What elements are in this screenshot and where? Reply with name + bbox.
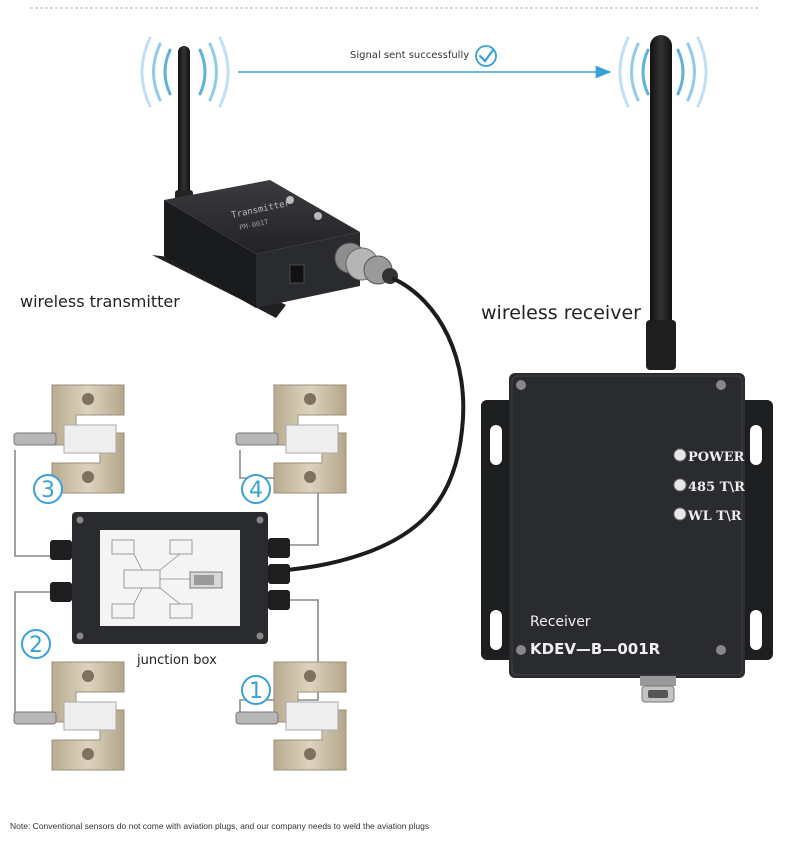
load-cell-sensor-4 [235,384,347,494]
sensor-number-1: 1 [249,679,263,704]
led-label-power: POWER [688,450,745,465]
signal-cable [286,276,466,572]
sensor-number-2: 2 [29,633,43,658]
led-label-485: 485 T\R [688,480,745,495]
sensor-badge-2: 2 [21,629,51,659]
led-label-wl: WL T\R [687,509,742,524]
sensor-number-3: 3 [41,478,55,503]
sensor-number-4: 4 [249,478,263,503]
wireless-waves-icon-right [618,36,708,108]
sensor-badge-4: 4 [241,474,271,504]
wireless-receiver-device: POWER 485 T\R WL T\R Receiver KDEV—B—001… [481,35,773,703]
rs485-led [673,478,687,492]
footnote: Note: Conventional sensors do not come w… [10,821,430,831]
receiver-model: KDEV—B—001R [530,640,661,658]
wireless-receiver-label: wireless receiver [481,302,641,324]
sensor-badge-3: 3 [33,474,63,504]
junction-box-device [50,512,290,644]
wireless-transmitter-device: Transmitter PM-001T [152,46,398,318]
wireless-waves-icon-left [140,36,230,108]
sensor-badge-1: 1 [241,675,271,705]
wireless-led [673,507,687,521]
junction-box-label: junction box [137,653,217,668]
wireless-transmitter-label: wireless transmitter [20,292,180,311]
load-cell-sensor-3 [13,384,125,494]
load-cell-sensor-1 [235,661,347,771]
check-circle-icon [475,45,497,67]
signal-status-label: Signal sent successfully [350,50,470,61]
receiver-title: Receiver [530,614,591,630]
power-led [673,448,687,462]
load-cell-sensor-2 [13,661,125,771]
